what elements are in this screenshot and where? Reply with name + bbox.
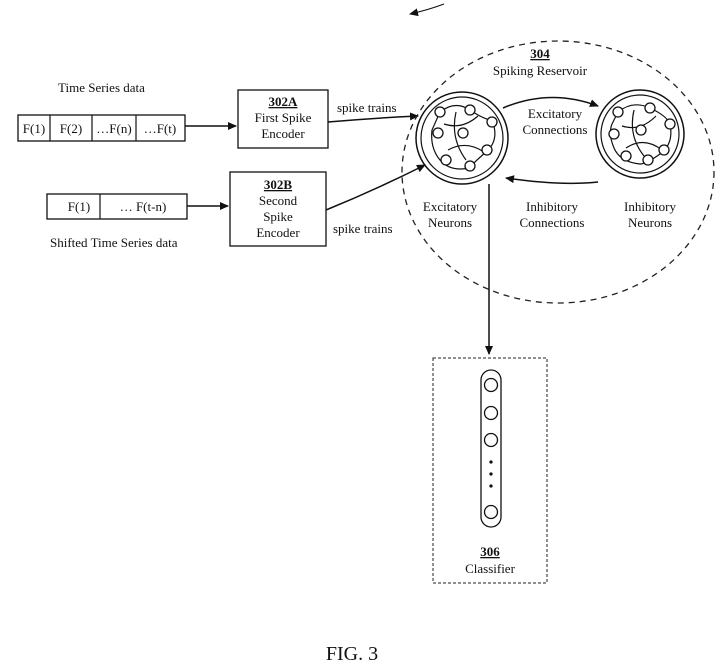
- first-spike-encoder: 302A First Spike Encoder: [237, 89, 329, 149]
- encoder-b-line: Encoder: [256, 225, 300, 240]
- classifier-id: 306: [480, 544, 500, 559]
- excitatory-connections-label: Excitatory: [528, 106, 583, 121]
- classifier-boundary: [432, 357, 548, 584]
- excitatory-neurons-label: Neurons: [428, 215, 472, 230]
- time-series-cell: F(2): [60, 121, 82, 136]
- second-spike-encoder: 302B Second Spike Encoder: [229, 171, 327, 247]
- encoder-b-line: Second: [259, 193, 298, 208]
- excitatory-connection-arrow: [502, 96, 599, 109]
- shifted-series-cell: F(1): [68, 199, 90, 214]
- inhibitory-neurons-label: Inhibitory: [624, 199, 676, 214]
- reservoir-title: Spiking Reservoir: [493, 63, 588, 78]
- inhibitory-neurons-label: Neurons: [628, 215, 672, 230]
- spike-trains-label-a: spike trains: [337, 100, 397, 115]
- shifted-series-title: Shifted Time Series data: [50, 235, 178, 250]
- shifted-series-cell: … F(t-n): [120, 199, 167, 214]
- spike-trains-label-b: spike trains: [333, 221, 393, 236]
- arrow-encoder-a-to-reservoir: [327, 112, 419, 123]
- encoder-b-id: 302B: [264, 177, 293, 192]
- encoder-b-line: Spike: [263, 209, 293, 224]
- classifier-title: Classifier: [465, 561, 515, 576]
- encoder-a-line: First Spike: [255, 110, 312, 125]
- arrow-encoder-b-to-reservoir: [325, 164, 426, 211]
- time-series-cell: …F(t): [144, 121, 177, 136]
- excitatory-neuron-cluster: [415, 91, 509, 185]
- time-series-cell: …F(n): [96, 121, 131, 136]
- time-series-title: Time Series data: [58, 80, 145, 95]
- excitatory-connections-label: Connections: [523, 122, 588, 137]
- classifier-output-column: [480, 369, 502, 528]
- time-series-table: F(1) F(2) …F(n) …F(t): [17, 114, 186, 142]
- reference-arrow: [409, 3, 445, 17]
- inhibitory-connections-label: Connections: [520, 215, 585, 230]
- reservoir-id: 304: [530, 46, 550, 61]
- encoder-a-id: 302A: [269, 94, 299, 109]
- figure-caption: FIG. 3: [326, 643, 378, 665]
- spiking-reservoir-boundary: [401, 40, 715, 304]
- inhibitory-connection-arrow: [505, 175, 599, 185]
- shifted-series-table: F(1) … F(t-n): [46, 193, 188, 220]
- inhibitory-connections-label: Inhibitory: [526, 199, 578, 214]
- excitatory-neurons-label: Excitatory: [423, 199, 478, 214]
- encoder-a-line: Encoder: [261, 126, 305, 141]
- inhibitory-neuron-cluster: [595, 89, 685, 179]
- time-series-cell: F(1): [23, 121, 45, 136]
